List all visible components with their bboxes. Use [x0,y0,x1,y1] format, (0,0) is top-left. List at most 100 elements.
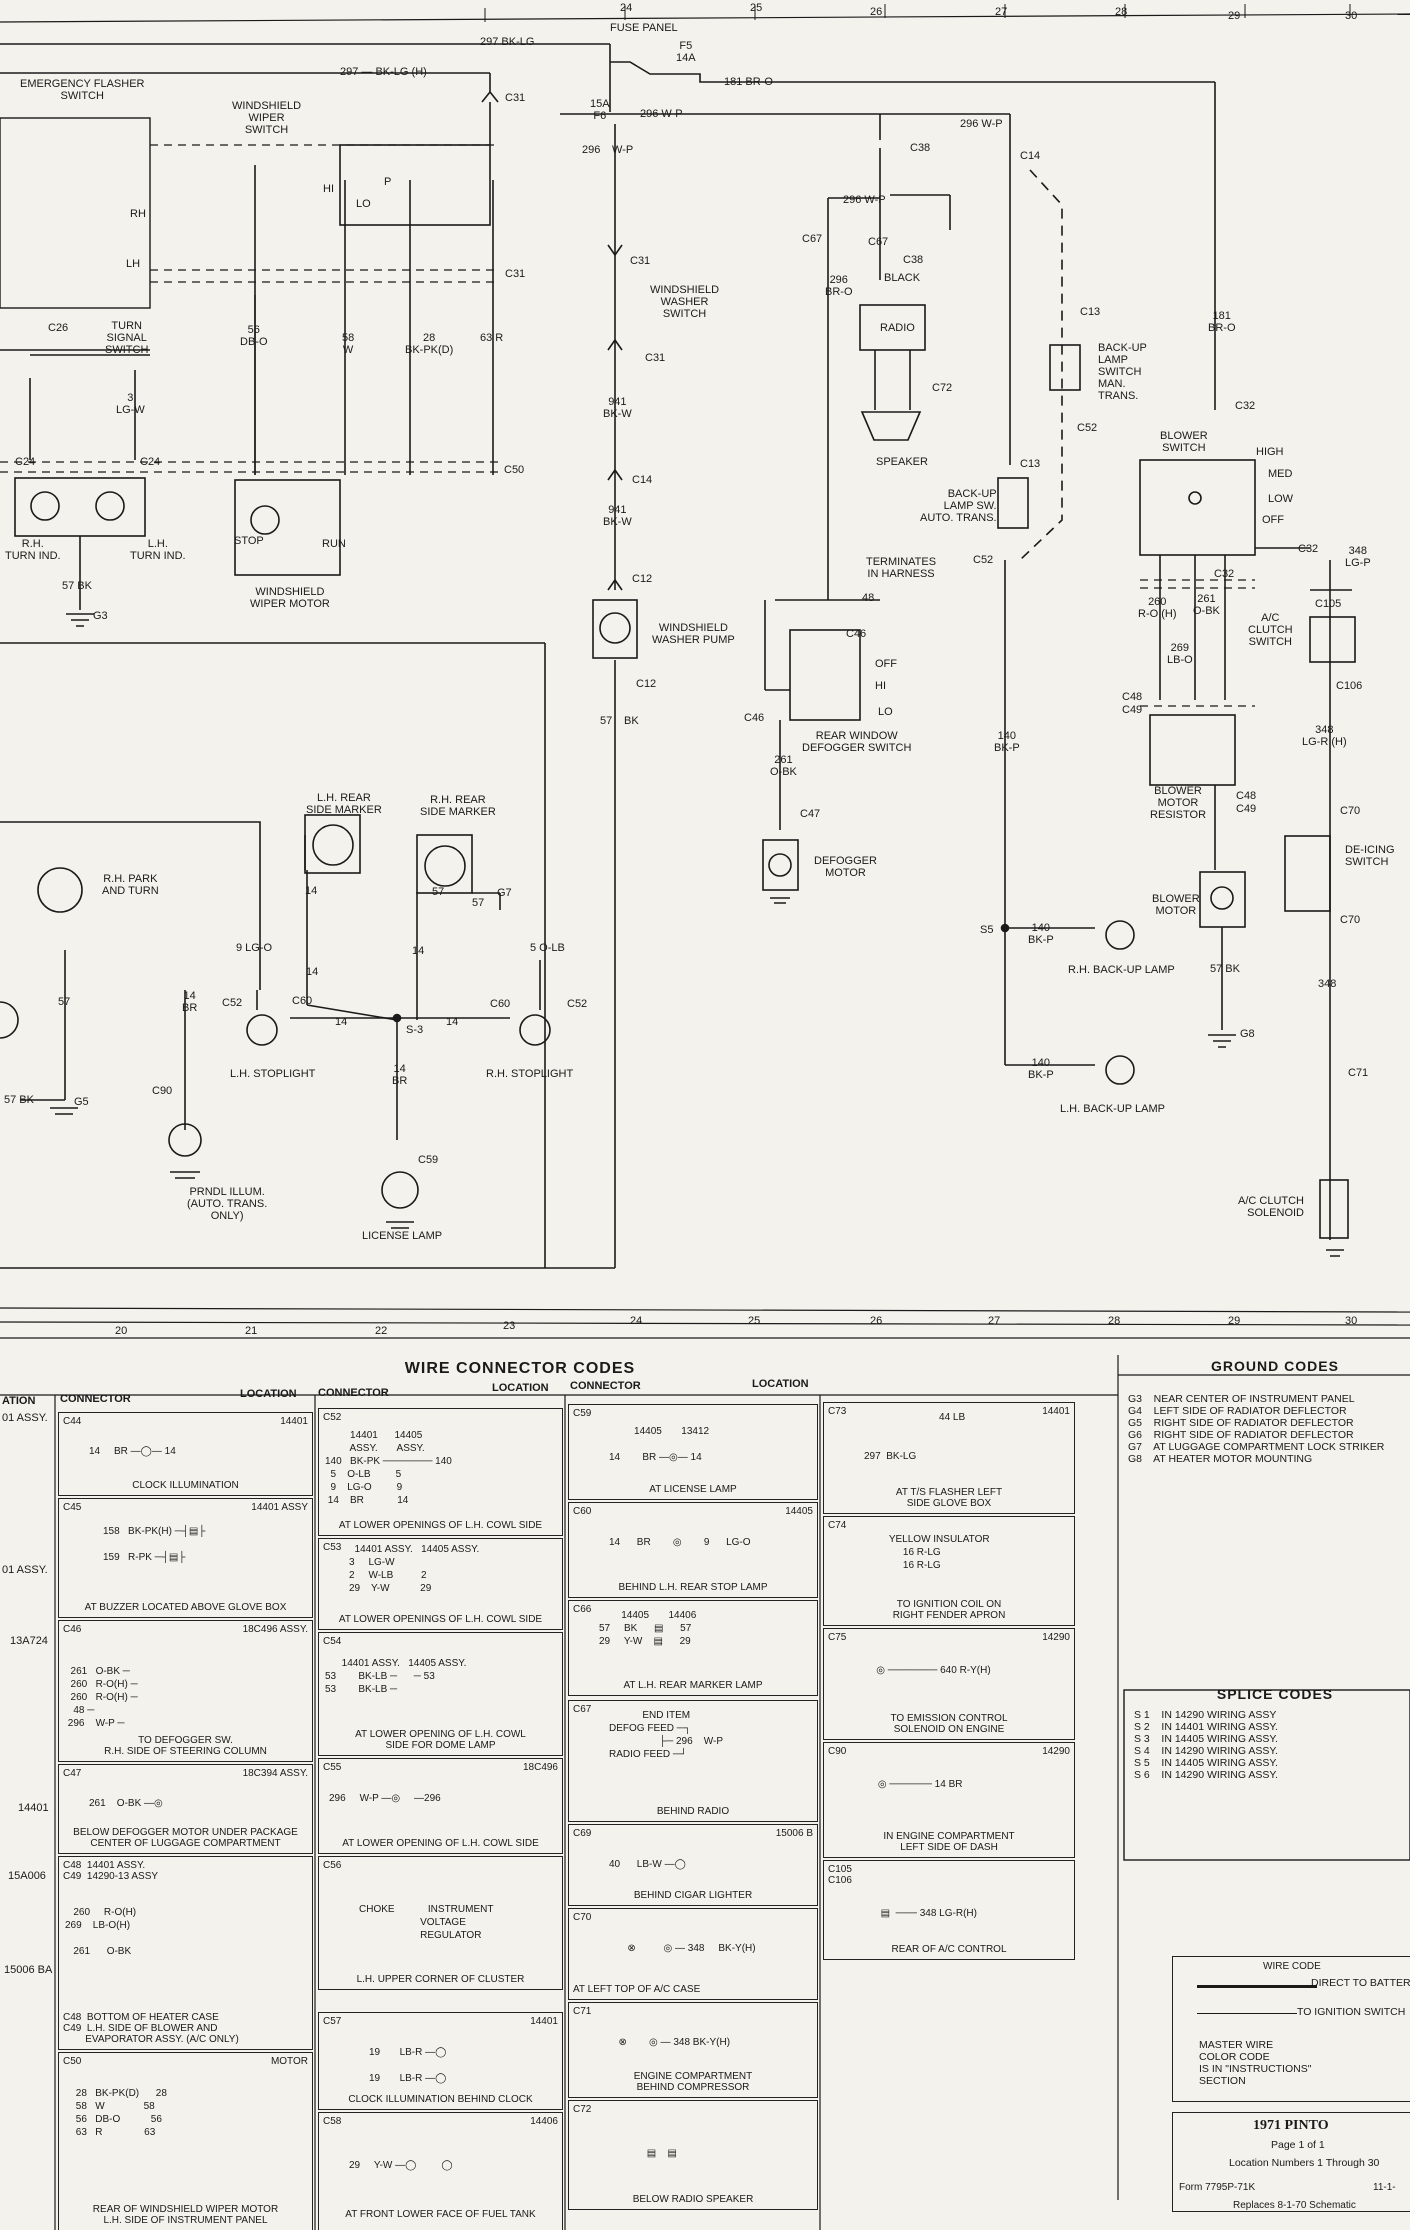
label-backup-man: BACK-UP LAMP SWITCH MAN. TRANS. [1098,342,1147,402]
label-run: RUN [322,538,346,550]
ruler-num: 22 [375,1325,388,1337]
col-header: LOCATION [752,1378,809,1390]
wire-code-note: MASTER WIRE COLOR CODE IS IN "INSTRUCTIO… [1199,2039,1312,2087]
label-c70: C70 [1340,914,1361,926]
connector-id: C67 [573,1704,592,1715]
label-f5: F5 14A [676,40,696,64]
connector-wiring: 40 LB-W —◯ [609,1859,686,1870]
col-header: ATION [2,1395,36,1407]
label-c47: C47 [800,808,821,820]
label-g7: G7 [497,887,512,899]
label-348: 348 [1318,978,1337,990]
connector-cell-c71: C71 ⊗ ◎ — 348 BK-Y(H) ENGINE COMPARTMENT… [568,2002,818,2098]
wire-code-title: WIRE CODE [1263,1961,1321,1972]
label-rh-turn: R.H. TURN IND. [5,538,61,562]
label-296wp: 296 W-P [960,118,1003,130]
label-blower-motor: BLOWER MOTOR [1152,893,1200,917]
label-c26: C26 [48,322,69,334]
connector-wiring: 14 BR ◎ 9 LG-O [609,1537,751,1548]
label-c52: C52 [222,997,243,1009]
label-c13: C13 [1020,458,1041,470]
connector-id: C45 [63,1502,82,1513]
form-date: 11-1- [1373,2182,1396,2193]
connector-caption: ENGINE COMPARTMENT BEHIND COMPRESSOR [633,2071,753,2093]
label-14br: 14 BR [182,990,198,1014]
label-lh: LH [126,258,141,270]
label-348lgr: 348 LG-R (H) [1302,724,1347,748]
connector-caption: AT LOWER OPENINGS OF L.H. COWL SIDE [338,1614,543,1625]
label-s5: S5 [980,924,994,936]
page-number: Page 1 of 1 [1271,2139,1325,2151]
connector-wiring: 260 R-O(H) 269 LB-O(H) 261 O-BK [65,1907,137,1957]
ground-codes-title: GROUND CODES [1211,1358,1339,1374]
label-296wp: 296 W-P [843,194,886,206]
label-g8: G8 [1240,1028,1255,1040]
label-c31: C31 [505,268,526,280]
ruler-num: 29 [1228,1315,1241,1327]
label-rh-backup: R.H. BACK-UP LAMP [1068,964,1175,976]
direct-line-sample [1197,1985,1317,1988]
connector-caption: CLOCK ILLUMINATION BEHIND CLOCK [348,2094,533,2105]
connector-wiring: 14401 ASSY. 14405 ASSY. 53 BK-LB ─ ─ 53 … [325,1658,467,1695]
connector-caption: AT LOWER OPENINGS OF L.H. COWL SIDE [338,1520,543,1531]
label-c60: C60 [490,998,511,1010]
wire-codes-title: WIRE CONNECTOR CODES [404,1360,636,1377]
label-57: 57 [600,715,613,727]
ruler-num: 27 [995,6,1008,18]
label-140bkp: 140 BK-P [1028,922,1054,946]
label-speaker: SPEAKER [876,456,928,468]
label-lh-rear-marker: L.H. REAR SIDE MARKER [306,792,382,816]
label-ac-solenoid: A/C CLUTCH SOLENOID [1238,1195,1305,1219]
label-c52: C52 [973,554,994,566]
label-c106: C106 [1336,680,1363,692]
connector-id: C73 [828,1406,847,1417]
label-941: 941 BK-W [603,504,632,528]
label-c46: C46 [744,712,765,724]
label-washer-switch: WINDSHIELD WASHER SWITCH [650,284,720,320]
connector-wiring: 28 BK-PK(D) 28 58 W 58 56 DB-O 56 63 R 6… [75,2088,167,2138]
label-57: 57 [432,886,445,898]
label-c12: C12 [632,573,653,585]
connector-wiring: 44 LB 297 BK-LG [864,1412,966,1462]
fragment-text: 01 ASSY. [2,1412,48,1424]
connector-wiring: 14405 14406 57 BK ▤ 57 29 Y-W ▤ 29 [599,1610,697,1647]
ruler-num: 26 [870,1315,883,1327]
connector-id: C56 [323,1860,342,1871]
label-c90: C90 [152,1085,173,1097]
col-header: CONNECTOR [570,1380,641,1392]
connector-location: 14405 [785,1506,813,1517]
label-washer-pump: WINDSHIELD WASHER PUMP [652,622,735,646]
connector-id: C52 [323,1412,342,1423]
connector-caption: TO DEFOGGER SW. R.H. SIDE OF STEERING CO… [104,1735,267,1757]
label-3lgw: 3 LG-W [116,392,145,416]
document-title: 1971 PINTO [1253,2118,1329,2133]
label-c12: C12 [636,678,657,690]
label-c60: C60 [292,995,313,1007]
connector-wiring: 261 O-BK ─ 260 R-O(H) ─ 260 R-O(H) ─ 48 … [67,1666,138,1729]
connector-wiring: ◎ ────── 14 BR [877,1779,963,1790]
connector-caption: C48 BOTTOM OF HEATER CASE C49 L.H. SIDE … [63,2012,239,2045]
label-57bk: 57 BK [4,1094,34,1106]
connector-id: C90 [828,1746,847,1757]
connector-wiring: ▤ ▤ [646,2148,677,2159]
label-radio: RADIO [880,322,915,334]
label-emergency-flasher: EMERGENCY FLASHER SWITCH [20,78,145,102]
label-9lgo: 9 LG-O [236,942,273,954]
wire-code-legend: WIRE CODE DIRECT TO BATTERY TO IGNITION … [1172,1956,1410,2102]
connector-location: 18C496 ASSY. [242,1624,308,1635]
label-c70: C70 [1340,805,1361,817]
connector-caption: REAR OF A/C CONTROL [891,1944,1007,1955]
ruler-num: 30 [1345,1315,1358,1327]
connector-id: C59 [573,1408,592,1419]
label-c31: C31 [645,352,666,364]
connector-caption: BEHIND RADIO [656,1806,730,1817]
connector-cell-c54: C54 14401 ASSY. 14405 ASSY. 53 BK-LB ─ ─… [318,1632,563,1756]
label-low: LOW [1268,493,1294,505]
connector-caption: L.H. UPPER CORNER OF CLUSTER [356,1974,525,1985]
connector-id: C58 [323,2116,342,2127]
